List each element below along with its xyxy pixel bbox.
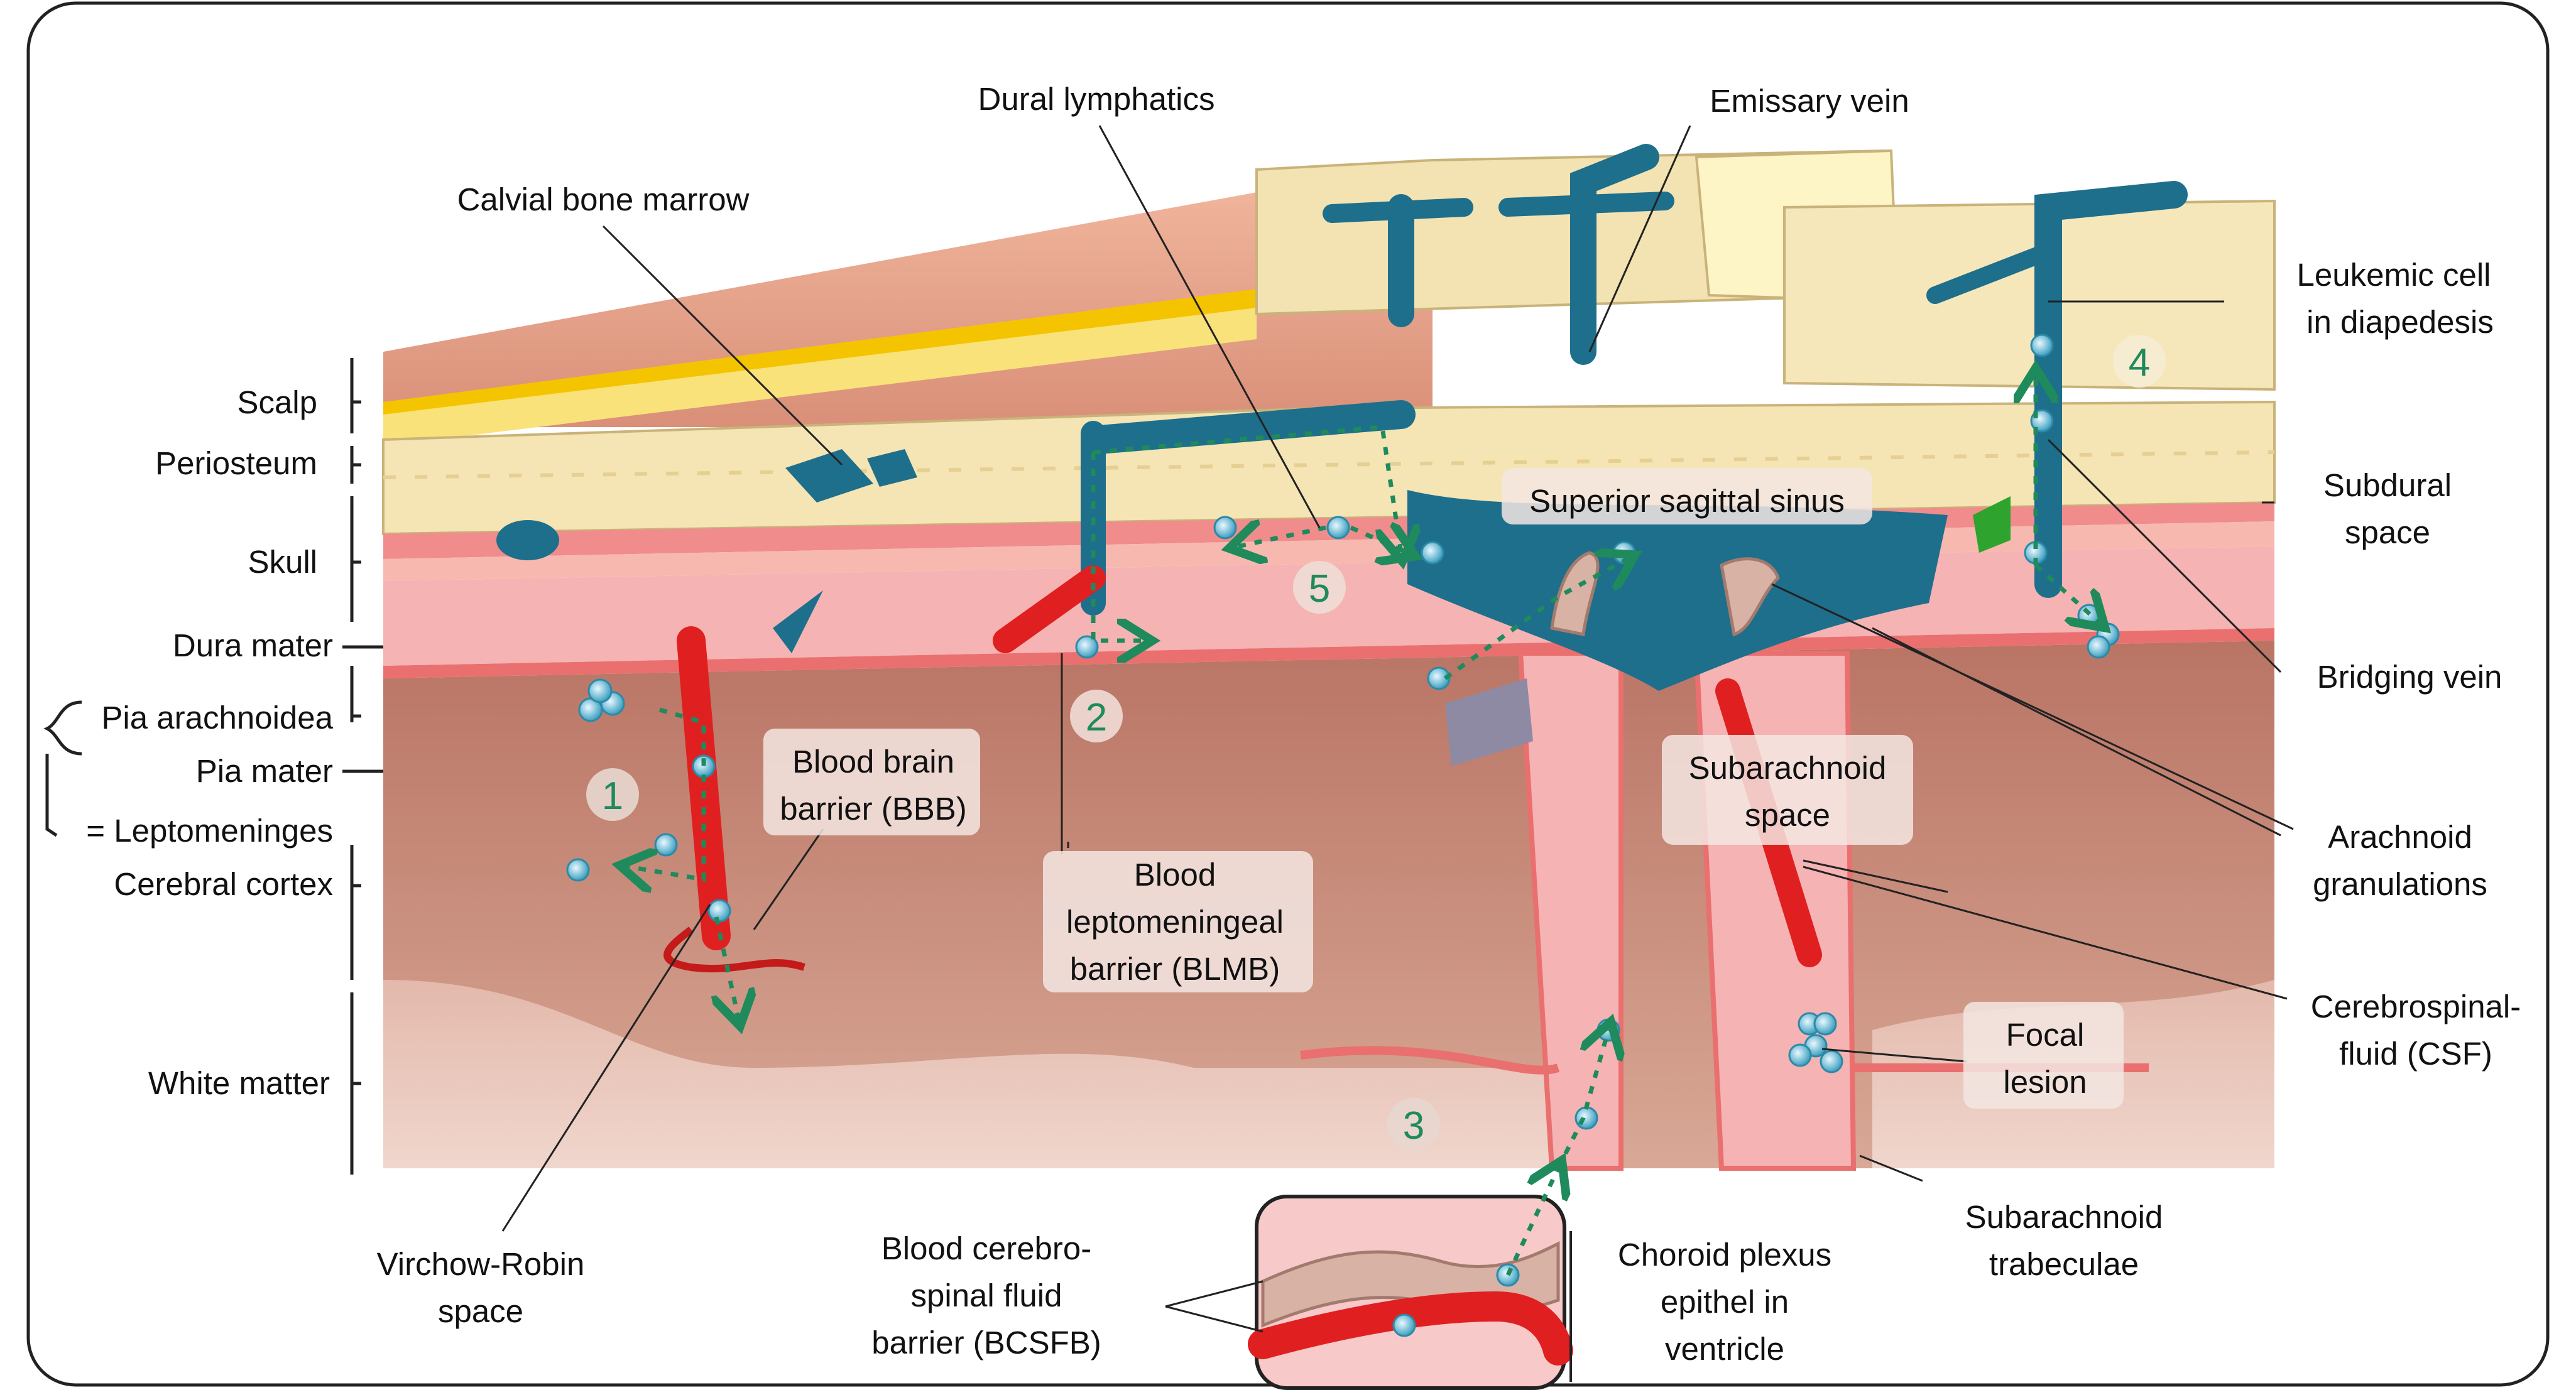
label-dura-mater: Dura mater (173, 627, 333, 663)
label-skull: Skull (248, 544, 317, 580)
label-bridging-vein: Bridging vein (2317, 659, 2502, 695)
label-subarachnoid-space-2: space (1745, 797, 1830, 833)
label-scalp: Scalp (237, 384, 317, 420)
label-leptomeninges: = Leptomeninges (86, 813, 333, 849)
route-5-label: 5 (1309, 567, 1330, 611)
white-matter (383, 980, 1564, 1168)
label-leukemic-cell-2: in diapedesis (2306, 304, 2494, 340)
label-pia-arachnoidea: Pia arachnoidea (101, 700, 333, 736)
label-bbb-1: Blood brain (792, 744, 954, 779)
scalp-layer (383, 160, 1433, 446)
arachnoid-granulation-1 (1550, 551, 1600, 636)
marrow-cavity (785, 449, 873, 502)
arachnoid-granulation-2 (1720, 557, 1780, 637)
label-subdural-space-1: Subdural (2323, 467, 2452, 503)
label-virchow-robin-1: Virchow-Robin (377, 1246, 585, 1282)
subdural-vessel (1973, 496, 2011, 553)
sulcus-right (1693, 651, 1857, 1171)
label-blmb-2: leptomeningeal (1066, 904, 1284, 940)
label-choroid-plexus-2: epithel in (1661, 1284, 1789, 1320)
migration-arrows (628, 377, 2098, 1276)
route-1-label: 1 (602, 774, 623, 818)
route-2-label: 2 (1086, 696, 1107, 739)
label-superior-sagittal-sinus: Superior sagittal sinus (1529, 483, 1845, 519)
label-subarachnoid-trabeculae-2: trabeculae (1989, 1246, 2139, 1282)
label-white-matter: White matter (148, 1065, 330, 1101)
left-brackets (43, 358, 383, 1175)
label-leukemic-cell-1: Leukemic cell (2297, 257, 2491, 293)
label-virchow-robin-2: space (438, 1293, 523, 1329)
grey-vessel (1445, 678, 1533, 766)
label-calvial-bone-marrow: Calvial bone marrow (457, 182, 750, 217)
label-blmb-1: Blood (1134, 857, 1216, 893)
vein-in-meninges (773, 590, 823, 653)
route-4-label: 4 (2129, 341, 2150, 384)
label-choroid-plexus-1: Choroid plexus (1618, 1237, 1831, 1273)
label-subarachnoid-trabeculae-1: Subarachnoid (1965, 1199, 2163, 1235)
label-bbb-2: barrier (BBB) (780, 791, 967, 827)
label-subdural-space-2: space (2345, 514, 2430, 550)
label-pia-mater: Pia mater (196, 753, 333, 789)
label-subarachnoid-space-1: Subarachnoid (1689, 750, 1887, 786)
label-arachnoid-granulations-1: Arachnoid (2328, 819, 2472, 855)
label-focal-lesion-2: lesion (2003, 1064, 2087, 1100)
route-badges (586, 335, 2166, 1151)
capillary-bed (663, 926, 805, 973)
label-focal-lesion-1: Focal (2006, 1017, 2085, 1053)
label-bcsfb-2: spinal fluid (911, 1278, 1062, 1313)
label-csf-2: fluid (CSF) (2339, 1036, 2492, 1072)
label-blmb-3: barrier (BLMB) (1070, 951, 1280, 987)
label-periosteum: Periosteum (155, 445, 317, 481)
label-csf-1: Cerebrospinal- (2311, 989, 2521, 1024)
lesion-vessel-left (1300, 1046, 1560, 1075)
superior-sagittal-sinus (1407, 490, 1948, 691)
label-dural-lymphatics: Dural lymphatics (978, 81, 1215, 117)
label-choroid-plexus-3: ventricle (1665, 1331, 1784, 1367)
marrow-cavity-3 (496, 520, 559, 560)
label-arachnoid-granulations-2: granulations (2313, 866, 2487, 902)
label-cerebral-cortex: Cerebral cortex (114, 866, 333, 902)
label-bcsfb-3: barrier (BCSFB) (871, 1325, 1101, 1360)
choroid-plexus-inset (1248, 1195, 1573, 1390)
leader-lines (501, 125, 2294, 1382)
label-backdrops (763, 468, 2124, 1109)
route-3-label: 3 (1403, 1104, 1424, 1148)
label-emissary-vein: Emissary vein (1710, 83, 1909, 119)
label-bcsfb-1: Blood cerebro- (881, 1230, 1092, 1266)
marrow-cavity-2 (867, 449, 917, 487)
